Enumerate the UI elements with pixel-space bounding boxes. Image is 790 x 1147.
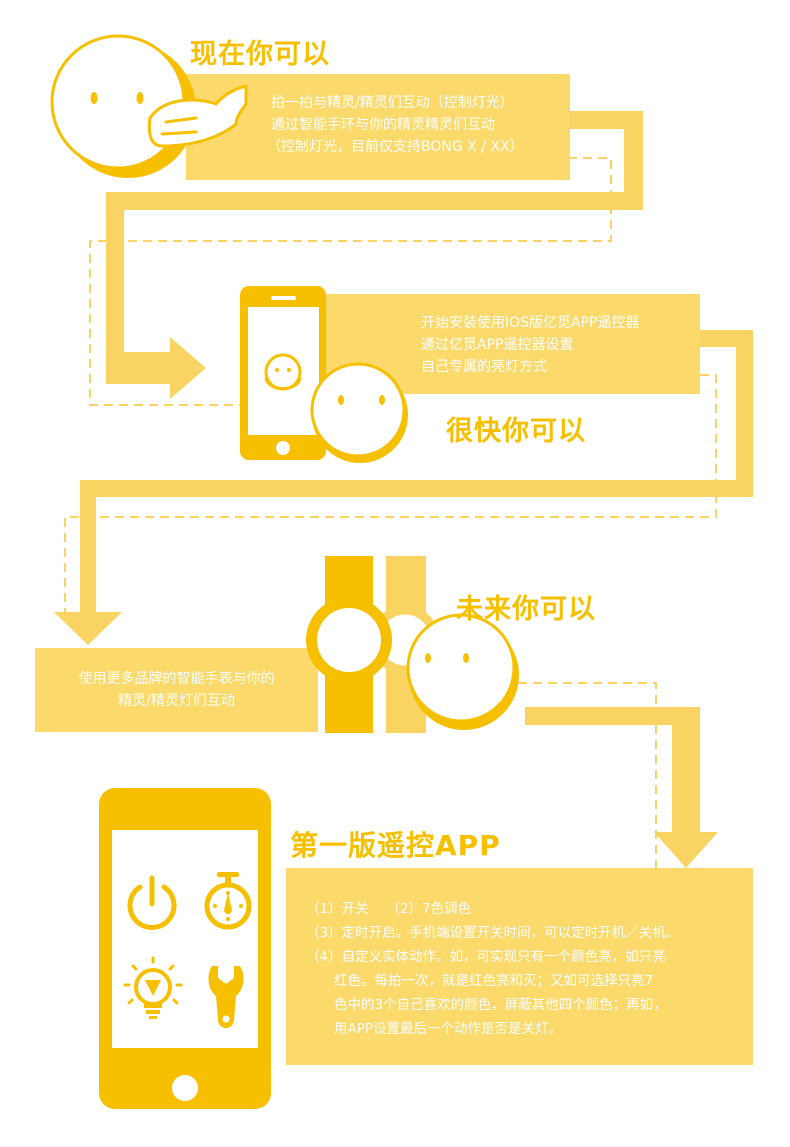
feature-4-cont-2: 色中的3个自己喜欢的颜色，屏蔽其他四个颜色；再如， xyxy=(334,997,667,1013)
panel-now xyxy=(186,74,570,180)
mascot-watch-illustration xyxy=(406,613,519,730)
panel-now-line-3: （控制灯光，目前仅支持BONG X / XX） xyxy=(267,139,524,155)
dashed-guides xyxy=(64,157,717,870)
panel-future-line-1: 使用更多品牌的智能手表与你的 xyxy=(78,671,275,687)
phone-illustration xyxy=(240,286,326,460)
panel-now-line-2: 通过智能手环与你的精灵精灵们互动 xyxy=(271,117,495,133)
mascot-pat-illustration xyxy=(50,34,248,178)
feature-4-cont-3: 用APP设置最后一个动作是否是关灯。 xyxy=(334,1021,563,1037)
mascot-phone-illustration xyxy=(310,362,408,463)
panel-now-text: 拍一拍与精灵/精灵们互动（控制灯光） 通过智能手环与你的精灵精灵们互动 （控制灯… xyxy=(267,92,524,158)
panel-soon-line-2: 通过亿觅APP遥控器设置 xyxy=(421,337,574,353)
wrench-icon xyxy=(208,966,244,1028)
panel-future-line-2: 精灵/精灵灯们互动 xyxy=(118,693,235,709)
panel-now-line-1: 拍一拍与精灵/精灵们互动（控制灯光） xyxy=(271,95,514,111)
heading-future: 未来你可以 xyxy=(456,594,596,625)
heading-soon: 很快你可以 xyxy=(446,416,586,447)
panel-future xyxy=(35,648,318,732)
panel-soon-line-3: 自己专属的亮灯方式 xyxy=(421,359,547,375)
panel-future-text: 使用更多品牌的智能手表与你的 精灵/精灵灯们互动 xyxy=(35,668,318,712)
stopwatch-icon xyxy=(204,872,252,930)
heading-now: 现在你可以 xyxy=(190,39,330,70)
flow-connector-1 xyxy=(106,111,643,399)
panel-app-features xyxy=(286,868,753,1065)
panel-soon-text: 开始安装使用IOS版亿觅APP遥控器 通过亿觅APP遥控器设置 自己专属的亮灯方… xyxy=(421,312,640,378)
feature-4: （4）自定义实体动作。如，可实现只有一个颜色亮，如只亮 xyxy=(306,949,666,965)
flow-connector-2 xyxy=(54,330,753,645)
heading-app: 第一版遥控APP xyxy=(290,829,501,862)
feature-1: （1）开关 （2）7色调色 xyxy=(306,901,472,917)
app-features-text: （1）开关 （2）7色调色 （3）定时开启。手机端设置开关时间，可以定时开机／关… xyxy=(306,897,679,1041)
flow-connector-3 xyxy=(525,707,718,868)
app-phone-illustration xyxy=(99,788,271,1109)
feature-4-cont-1: 红色。每拍一次，就是红色亮和灭；又如可选择只亮7 xyxy=(334,973,654,989)
lightbulb-icon xyxy=(123,956,183,1019)
power-icon xyxy=(127,875,177,930)
feature-3: （3）定时开启。手机端设置开关时间，可以定时开机／关机。 xyxy=(306,925,680,941)
panel-soon-line-1: 开始安装使用IOS版亿觅APP遥控器 xyxy=(421,315,640,331)
